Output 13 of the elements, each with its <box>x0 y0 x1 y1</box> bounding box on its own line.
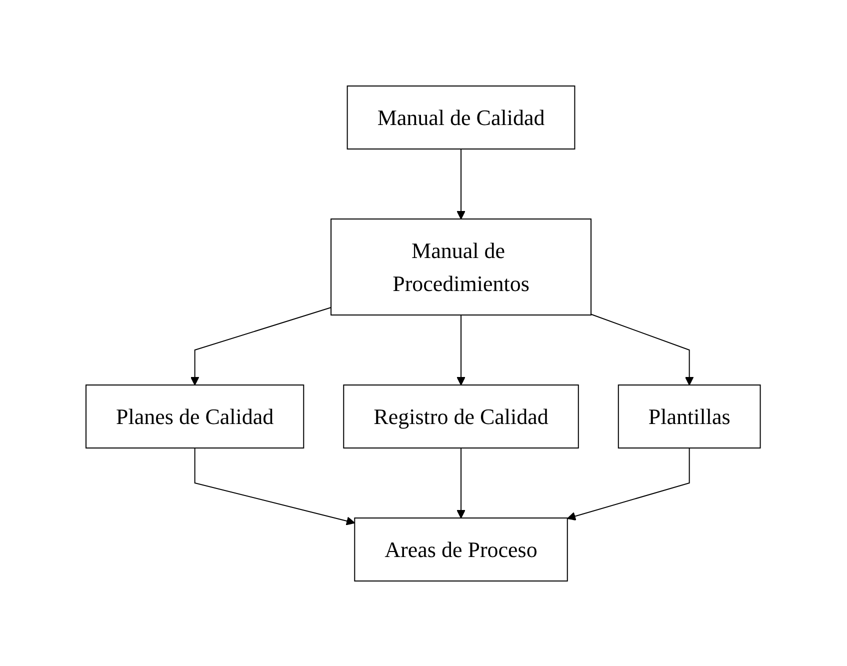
arrow <box>567 447 690 520</box>
node-box: Registro de Calidad <box>344 384 580 448</box>
node-box: Manual de Procedimientos <box>330 218 592 315</box>
arrow <box>590 313 694 385</box>
node-box: Areas de Proceso <box>354 517 568 581</box>
arrow <box>190 306 332 385</box>
node-box: Plantillas <box>618 384 762 448</box>
node-box: Planes de Calidad <box>86 384 304 448</box>
arrow <box>194 447 356 525</box>
arrow <box>456 314 466 385</box>
node-box: Manual de Calidad <box>347 85 576 149</box>
arrow <box>456 148 466 219</box>
arrow <box>456 447 466 518</box>
